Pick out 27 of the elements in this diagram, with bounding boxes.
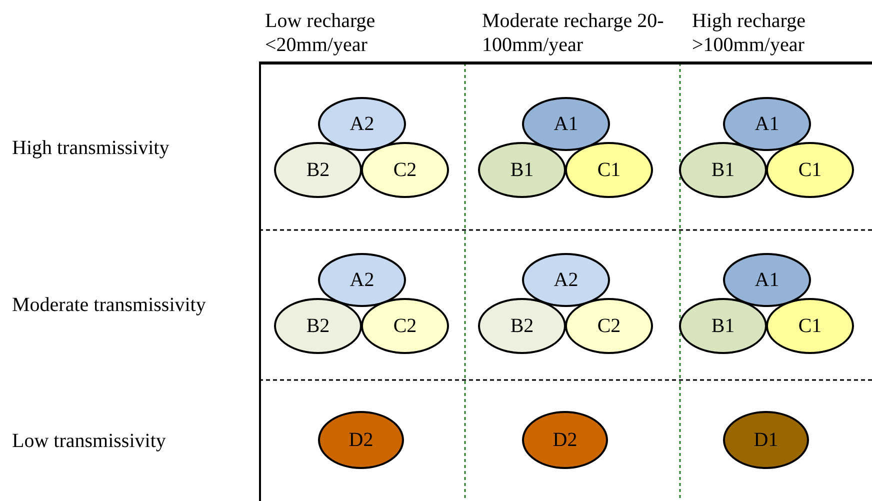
zone-ellipse: B2 bbox=[274, 298, 362, 354]
zone-ellipse: C1 bbox=[565, 142, 653, 198]
zone-ellipse: A2 bbox=[522, 253, 610, 307]
zone-ellipse: C2 bbox=[361, 142, 449, 198]
row-label: High transmissivity bbox=[12, 136, 170, 160]
zone-ellipse: B1 bbox=[679, 142, 767, 198]
zone-ellipse: B1 bbox=[679, 298, 767, 354]
zone-ellipse: D1 bbox=[723, 411, 809, 469]
zone-ellipse: C1 bbox=[766, 142, 854, 198]
row-label: Moderate transmissivity bbox=[12, 293, 207, 317]
zone-ellipse: C2 bbox=[361, 298, 449, 354]
zone-ellipse: B1 bbox=[478, 142, 566, 198]
zone-ellipse: A2 bbox=[318, 97, 406, 151]
zone-ellipse: D2 bbox=[318, 411, 404, 469]
column-header: Moderate recharge 20-100mm/year bbox=[482, 9, 665, 57]
zone-ellipse: A1 bbox=[522, 97, 610, 151]
column-header: Low recharge <20mm/year bbox=[265, 9, 376, 57]
zone-ellipse: D2 bbox=[522, 411, 608, 469]
zone-ellipse: B2 bbox=[274, 142, 362, 198]
zone-ellipse: A1 bbox=[723, 97, 811, 151]
zone-ellipse: A2 bbox=[318, 253, 406, 307]
zone-ellipse: C2 bbox=[565, 298, 653, 354]
zone-ellipse: A1 bbox=[723, 253, 811, 307]
zone-ellipse: B2 bbox=[478, 298, 566, 354]
zone-ellipse: C1 bbox=[766, 298, 854, 354]
row-label: Low transmissivity bbox=[12, 429, 167, 453]
column-header: High recharge >100mm/year bbox=[692, 9, 806, 57]
